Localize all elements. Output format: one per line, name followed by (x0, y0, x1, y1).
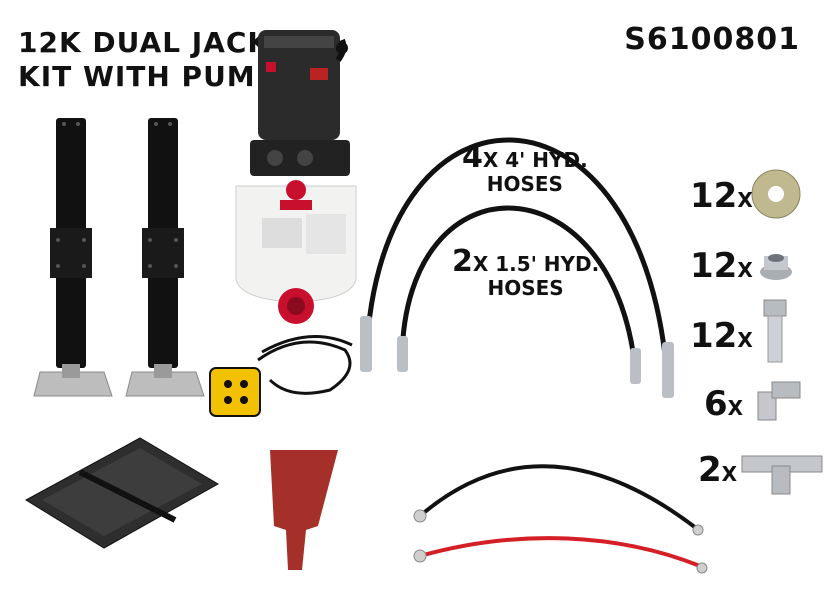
hydraulic-pump (235, 30, 357, 324)
flange-nut-icon (760, 254, 792, 280)
battery-tray (25, 437, 220, 549)
kit-title: 12K DUAL JACK KIT WITH PUMP (18, 26, 277, 94)
tee-fitting-icon (741, 455, 823, 495)
elbow-fitting-qty: 6X (704, 384, 744, 424)
short-hose-label: 2X 1.5' HYD. HOSES (452, 247, 600, 301)
kit-title-line2: KIT WITH PUMP (18, 60, 278, 93)
terminal-boot (270, 450, 338, 570)
short-hose-name: HOSES (487, 276, 564, 300)
sku-label: S6100801 (624, 22, 800, 57)
long-hose-name: HOSES (486, 172, 563, 196)
bolt-qty: 12X (690, 316, 753, 356)
washer-icon (751, 169, 801, 219)
bolt-icon (763, 299, 787, 363)
long-hose-label: 4X 4' HYD. HOSES (462, 143, 588, 197)
short-hose-x: X (472, 252, 489, 276)
long-hose-size: 4' HYD. (505, 148, 588, 172)
long-hose-x: X (482, 148, 499, 172)
battery-cables (413, 464, 708, 574)
hydraulic-hoses (360, 137, 674, 398)
elbow-fitting-icon (757, 381, 801, 421)
kit-title-line1: 12K DUAL JACK (18, 26, 271, 59)
flange-nut-qty: 12X (690, 246, 753, 286)
short-hose-qty: 2 (452, 244, 473, 279)
remote-control (209, 335, 353, 417)
washer-qty: 12X (690, 176, 753, 216)
jack-right (125, 118, 205, 397)
short-hose-size: 1.5' HYD. (495, 252, 600, 276)
tee-fitting-qty: 2X (698, 450, 738, 490)
jack-left (33, 118, 113, 397)
long-hose-qty: 4 (462, 140, 483, 175)
